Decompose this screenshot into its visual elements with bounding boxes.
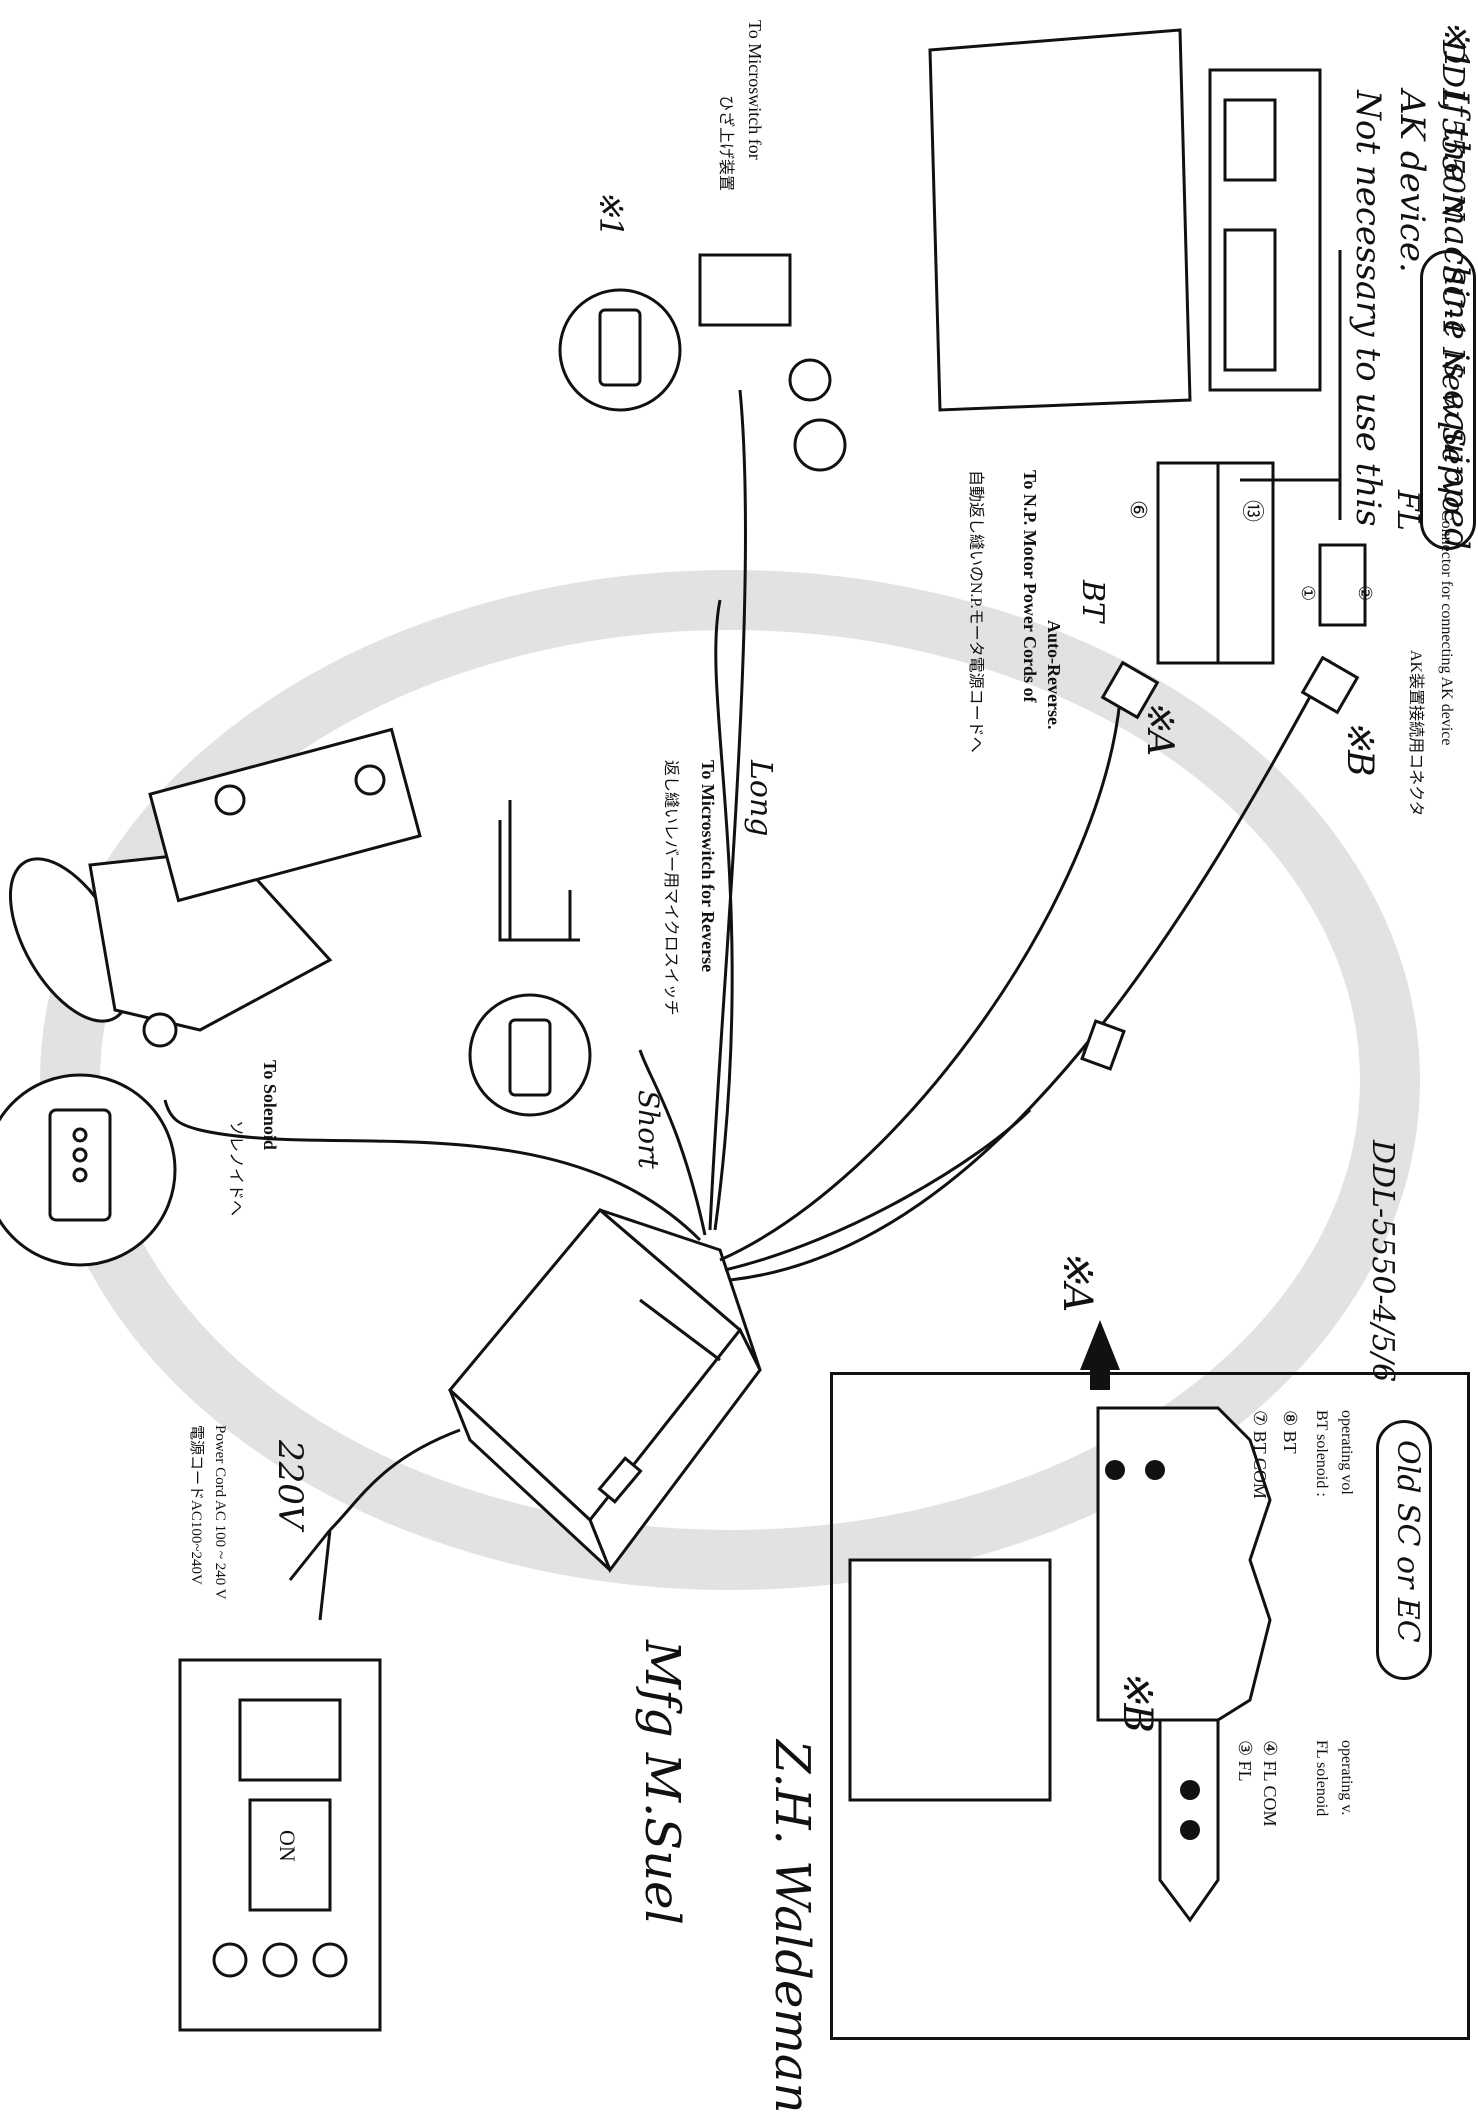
motor xyxy=(8,727,422,1048)
cables xyxy=(163,389,1332,1621)
old-sc-hole-b xyxy=(1145,1460,1165,1480)
sc1-round-frame xyxy=(1420,250,1476,550)
note-line-3: Not necessary to use this xyxy=(1348,90,1388,527)
pin-1-label: ① xyxy=(1297,585,1318,602)
short-label: Short xyxy=(632,1090,665,1169)
voltage-label: 220V xyxy=(270,1440,310,1530)
np-jp-label: 自動返し縫いのN.P.モータ電源コードへ xyxy=(967,470,984,753)
fl-3-label: ③ FL xyxy=(1235,1740,1255,1782)
bt-8-label: ⑧ BT xyxy=(1280,1410,1300,1454)
old-sc-hole-d xyxy=(1180,1820,1200,1840)
np-en-label-2: Auto-Reverse. xyxy=(1044,620,1064,730)
solenoid-jp-label: ソレノイドへ xyxy=(227,1120,244,1217)
old-sc-hole-a xyxy=(1105,1460,1125,1480)
reverse-en-label: To Microswitch for Reverse xyxy=(698,760,718,973)
control-box xyxy=(447,1207,762,1574)
solenoid-en-label: To Solenoid xyxy=(260,1060,280,1150)
sc1-unit xyxy=(928,28,1342,520)
power-on-label: ON xyxy=(275,1830,300,1862)
ddl-bottom-label: DDL-5550-4/5/6 xyxy=(1365,1140,1400,1383)
wiring-diagram xyxy=(0,28,1420,2032)
mark-b-label: ※B xyxy=(1339,720,1380,777)
old-sc-label: Old SC or EC xyxy=(1390,1440,1425,1643)
ddl-top-label: DDL 5550N xyxy=(1435,40,1470,221)
pin-6-label: ⑥ xyxy=(1125,500,1150,520)
old-mark-a-label: ※A xyxy=(1054,1250,1100,1313)
old-sc-round-frame xyxy=(1376,1420,1432,1680)
bt-sol-label-2: operating vol xyxy=(1338,1410,1355,1495)
bt-sol-label-1: BT solenoid : xyxy=(1313,1410,1330,1497)
power-jp-label: 電源コードAC100~240V xyxy=(188,1425,204,1585)
np-en-label-1: To N.P. Motor Power Cords of xyxy=(1020,470,1040,703)
fl-sol-label-1: FL solenoid xyxy=(1313,1740,1330,1817)
connector-blocks xyxy=(1080,461,1367,1071)
long-label: Long xyxy=(743,760,778,837)
microswitch-for-label: To Microswitch for xyxy=(745,20,765,160)
pin-13-label: ⑬ xyxy=(1239,500,1264,523)
mark-1-label: ※1 xyxy=(592,190,630,238)
solenoid-plug-detail xyxy=(0,1073,177,1267)
knee-lifter-detail xyxy=(558,253,847,472)
mark-a-label: ※A xyxy=(1139,700,1180,757)
ak-jp-label: AK装置接続用コネクタ xyxy=(1407,650,1424,817)
reverse-switch-detail xyxy=(468,993,592,1117)
hifuri-jp: ひざ上げ装置 xyxy=(717,95,734,192)
power-en-label: Power Cord AC 100 ~ 240 V xyxy=(212,1425,228,1600)
bt-label: BT xyxy=(1075,580,1110,623)
fl-sol-label-2: operating v. xyxy=(1338,1740,1355,1816)
old-mark-b-label: ※B xyxy=(1114,1670,1160,1733)
reverse-jp-label: 返し縫いレバー用マイクロスイッチ xyxy=(662,760,679,1016)
old-sc-hole-c xyxy=(1180,1780,1200,1800)
sc1-label: SC-1 New Servo xyxy=(1435,265,1470,515)
old-sc-panel xyxy=(848,1406,1272,1923)
pin-2-label: ② xyxy=(1354,585,1375,602)
bt-com-7-label: ⑦ BT COM xyxy=(1250,1410,1270,1499)
reverse-bracket xyxy=(498,800,580,942)
old-sc-frame xyxy=(830,1372,1470,2040)
fl-4-label: ④ FL COM xyxy=(1260,1740,1280,1827)
power-switch-panel xyxy=(178,1658,382,2032)
signature-2: Z.H. Waldeman xyxy=(764,1740,820,2113)
signature-1: Mfg M.Suel xyxy=(634,1640,690,1925)
